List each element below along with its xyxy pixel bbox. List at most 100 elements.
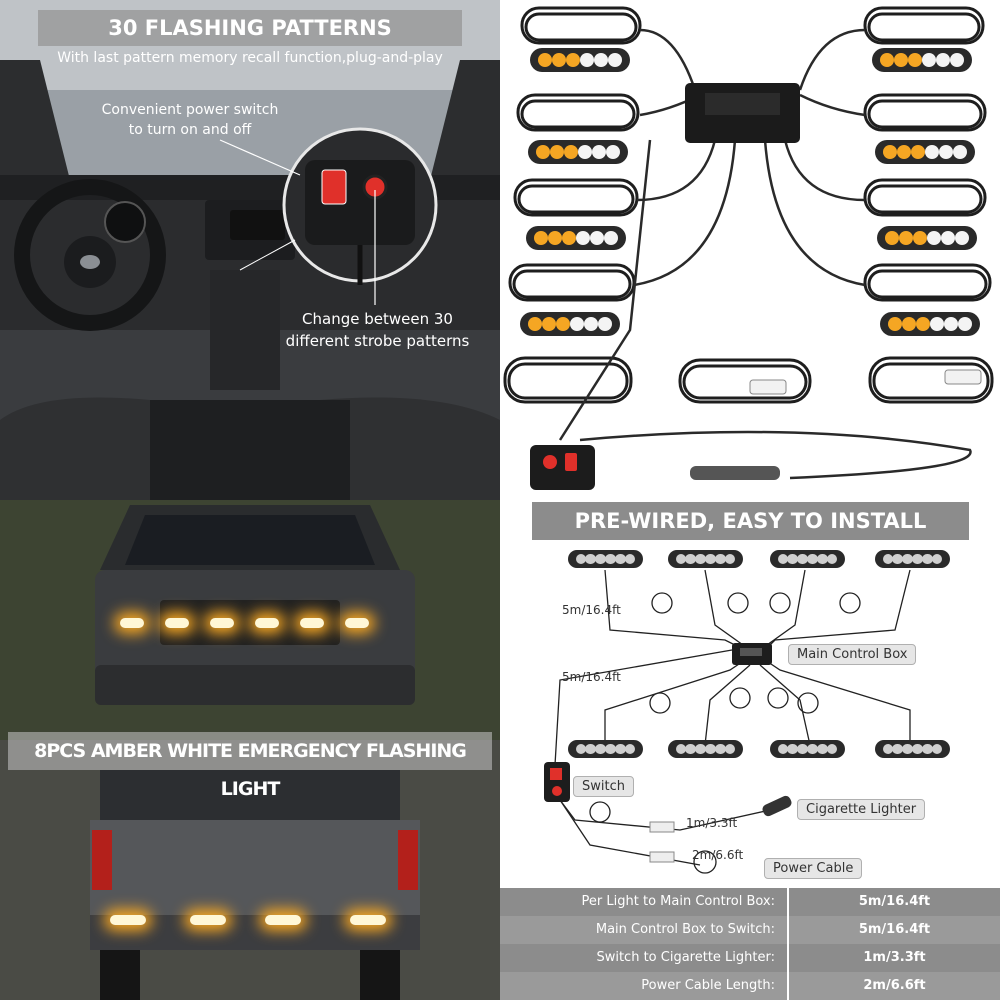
power-switch-annotation: Convenient power switch to turn on and o… [101,102,279,138]
led [583,316,599,332]
spec-label: Switch to Cigarette Lighter: [596,950,775,965]
strobe-light-bar [668,550,743,568]
led [924,144,940,160]
led [787,553,799,565]
patterns-subtitle: With last pattern memory recall function… [57,50,443,66]
led [614,743,626,755]
led [595,553,606,565]
led [938,144,954,160]
product-kit-panel [500,0,1000,500]
length-label-power: 2m/6.6ft [692,848,744,862]
led [952,144,968,160]
led [551,52,567,68]
glowing-light [265,915,301,925]
led [685,553,697,565]
power-cable-callout: Power Cable [764,858,863,879]
length-label-cig: 1m/3.3ft [686,816,738,830]
led [569,316,585,332]
spec-row: Per Light to Main Control Box: 5m/16.4ft [500,888,1000,916]
led [575,743,587,755]
led [931,553,943,565]
led [807,743,818,755]
switch-zoom-circle [282,127,438,285]
spec-divider [787,944,789,972]
led [887,316,903,332]
led [695,553,706,565]
led [816,743,828,755]
led [575,230,591,246]
led [585,553,597,565]
led [563,144,579,160]
led [826,553,838,565]
strobe-light-bar [528,140,628,164]
install-title: PRE-WIRED, EASY TO INSTALL [532,502,969,540]
led [892,743,904,755]
led [624,743,636,755]
led [624,553,636,565]
led [893,52,909,68]
strobe-light-bar [877,226,977,250]
glowing-light [120,618,144,628]
led [541,316,557,332]
led [926,230,942,246]
led [561,230,577,246]
led [537,52,553,68]
led [533,230,549,246]
led [579,52,595,68]
length-label-mid: 5m/16.4ft [562,670,621,684]
wiring-diagram [544,569,911,874]
led [902,743,913,755]
glowing-light [110,915,146,925]
spec-divider [787,972,789,1000]
led [921,743,933,755]
led [555,316,571,332]
cigarette-lighter-callout: Cigarette Lighter [797,799,926,820]
glowing-light [165,618,189,628]
led [816,553,828,565]
spec-row: Switch to Cigarette Lighter: 1m/3.3ft [500,944,1000,972]
led [724,553,736,565]
led [585,743,597,755]
led [826,743,838,755]
control-box-callout: Main Control Box [788,644,917,665]
led [787,743,799,755]
led [882,144,898,160]
spec-value: 5m/16.4ft [858,922,931,937]
led [797,743,808,755]
led [605,144,621,160]
glowing-light [300,618,324,628]
led [575,553,587,565]
led [912,230,928,246]
led [724,743,736,755]
led [912,553,923,565]
led [714,743,726,755]
emergency-light-banner: 8PCS AMBER WHITE EMERGENCY FLASHING LIGH… [8,732,492,800]
led [777,553,789,565]
led [549,144,565,160]
strobe-light-bar [875,740,950,758]
truck-panel: 8PCS AMBER WHITE EMERGENCY FLASHING LIGH… [0,500,500,1000]
led [589,230,605,246]
led [921,52,937,68]
strobe-light-bar [770,550,845,568]
led [898,230,914,246]
spec-value: 5m/16.4ft [858,894,931,909]
led [807,553,818,565]
led [527,316,543,332]
led [675,553,687,565]
led [797,553,808,565]
led [595,743,606,755]
glowing-light [255,618,279,628]
led [614,553,626,565]
spec-row: Power Cable Length: 2m/6.6ft [500,972,1000,1000]
led [892,553,904,565]
led [705,743,716,755]
led [597,316,613,332]
led [910,144,926,160]
led [957,316,973,332]
spec-value: 1m/3.3ft [863,950,926,965]
led [547,230,563,246]
led [884,230,900,246]
led [943,316,959,332]
spec-label: Per Light to Main Control Box: [581,894,775,909]
